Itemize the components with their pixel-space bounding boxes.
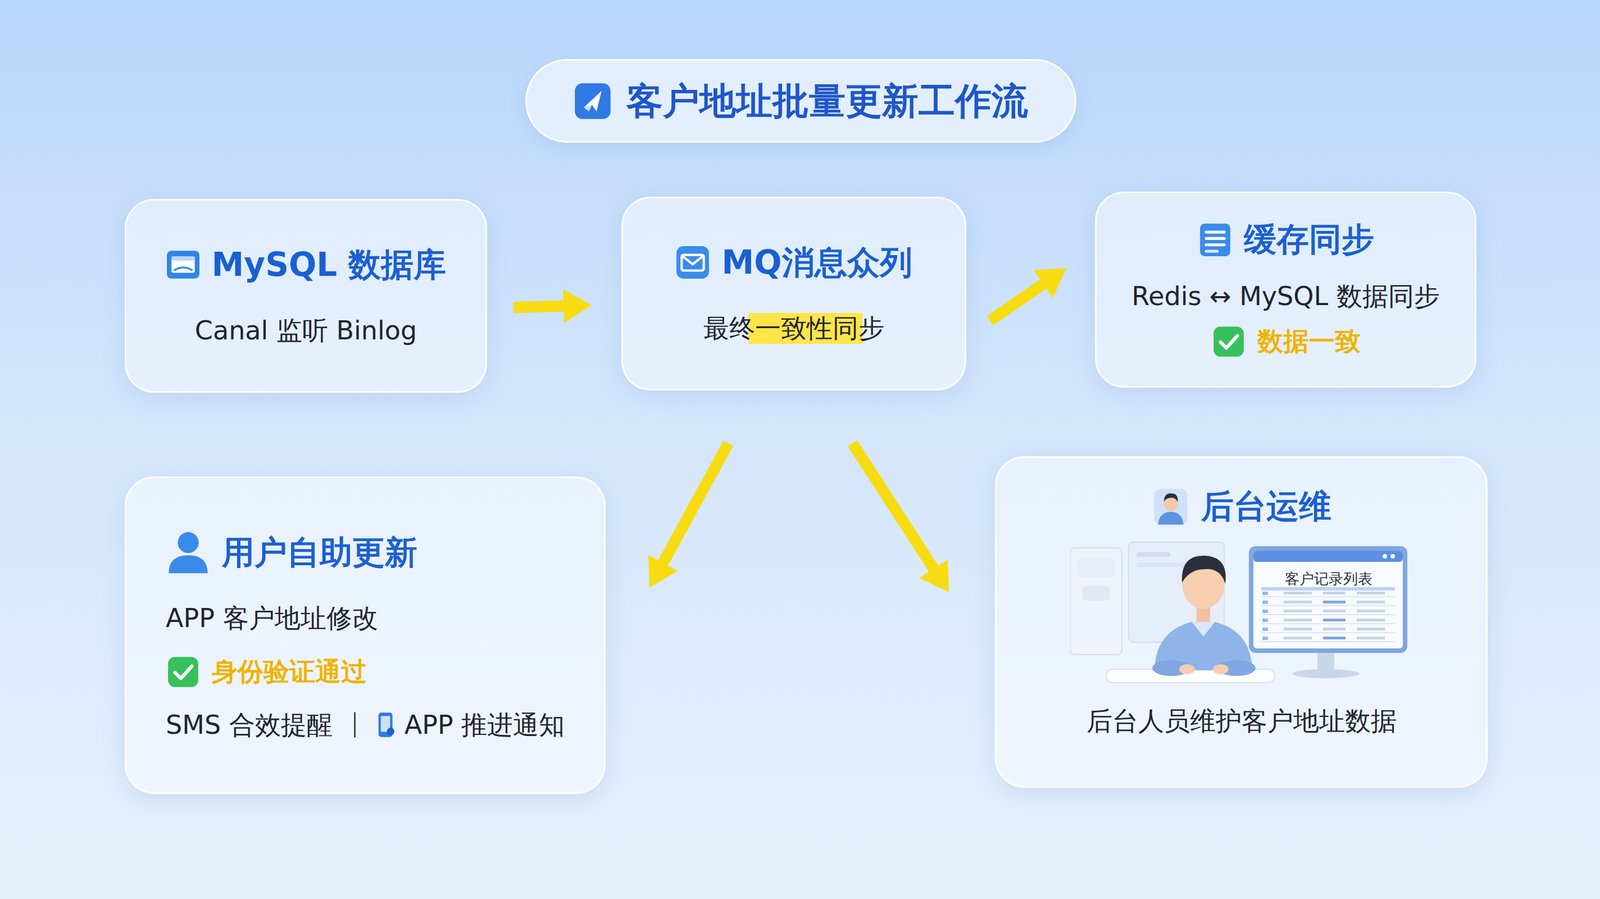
box-text: APP 客户地址修改 xyxy=(165,602,379,634)
text-row: MySQL 数据库 xyxy=(165,245,447,285)
text-row: Canal 监听 Binlog xyxy=(194,315,417,347)
check-icon xyxy=(1211,324,1247,359)
text-row: 后台人员维护客户地址数据 xyxy=(1086,705,1397,737)
illustration: 客户记录列表 xyxy=(1070,535,1413,690)
text-row: 最终一致性同步 xyxy=(703,312,885,344)
text-row: MQ消息众列 xyxy=(675,243,912,283)
process-box: MQ消息众列最终一致性同步 xyxy=(621,196,967,391)
box-text: 身份验证通过 xyxy=(211,656,367,688)
operator-illustration xyxy=(1070,535,1413,690)
box-text: 数据一致 xyxy=(1257,325,1361,357)
text-row: 缓存同步 xyxy=(1197,220,1375,260)
text-row: 客户记录列表 xyxy=(1070,535,1413,690)
text-row: 后台运维 xyxy=(1151,487,1332,527)
flow-arrow xyxy=(513,305,570,308)
text-row: APP 客户地址修改 xyxy=(165,602,379,634)
box-heading: 用户自助更新 xyxy=(221,533,418,573)
title-pill: 客户地址批量更新工作流 xyxy=(525,58,1077,143)
db-icon xyxy=(165,247,201,283)
flow-arrow xyxy=(852,443,937,574)
mail-icon xyxy=(675,244,711,280)
phone-icon xyxy=(371,710,400,739)
plane-icon xyxy=(573,82,612,121)
text-row: SMS 合效提醒 APP 推进通知 xyxy=(165,709,565,741)
box-heading: MySQL 数据库 xyxy=(211,245,447,285)
box-text: Canal 监听 Binlog xyxy=(194,315,417,347)
list-icon xyxy=(1197,222,1233,258)
list-icon xyxy=(1197,222,1233,258)
box-text: Redis ↔ MySQL 数据同步 xyxy=(1131,280,1440,312)
phone-symbol xyxy=(371,710,400,739)
flow-arrow xyxy=(989,280,1048,321)
avatar-icon xyxy=(1151,487,1190,526)
check-icon xyxy=(165,654,201,690)
user-icon xyxy=(165,529,211,575)
flow-arrow xyxy=(660,443,729,568)
box-text: APP 推进通知 xyxy=(404,709,566,741)
user-icon xyxy=(165,529,211,575)
process-box: 用户自助更新 APP 客户地址修改身份验证通过 SMS 合效提醒 APP 推进通知 xyxy=(124,476,606,794)
check-icon xyxy=(165,654,201,690)
process-box: MySQL 数据库 Canal 监听 Binlog xyxy=(124,198,488,393)
title-text: 客户地址批量更新工作流 xyxy=(626,79,1029,124)
process-box: 缓存同步 Redis ↔ MySQL 数据同步数据一致 xyxy=(1094,191,1477,388)
avatar-icon xyxy=(1151,487,1190,526)
box-heading: 缓存同步 xyxy=(1243,220,1375,260)
db-icon xyxy=(165,247,201,283)
text-row: 数据一致 xyxy=(1211,324,1361,359)
text-row: 身份验证通过 xyxy=(165,654,367,690)
box-heading: 后台运维 xyxy=(1201,487,1332,527)
box-heading: MQ消息众列 xyxy=(721,243,912,283)
screen-label: 客户记录列表 xyxy=(1284,570,1373,588)
box-text: 后台人员维护客户地址数据 xyxy=(1086,705,1397,737)
check-icon xyxy=(1211,324,1247,359)
box-text: SMS 合效提醒 xyxy=(165,709,333,741)
title-icon xyxy=(573,82,612,121)
mail-icon xyxy=(675,244,711,280)
text-row: 用户自助更新 xyxy=(165,529,418,575)
sep-symbol xyxy=(340,710,370,740)
sep-icon xyxy=(340,710,370,740)
box-text: 最终一致性同步 xyxy=(703,312,885,344)
process-box: 后台运维客户记录列表后台人员维护客户地址数据 xyxy=(994,456,1488,788)
text-row: Redis ↔ MySQL 数据同步 xyxy=(1131,280,1440,312)
